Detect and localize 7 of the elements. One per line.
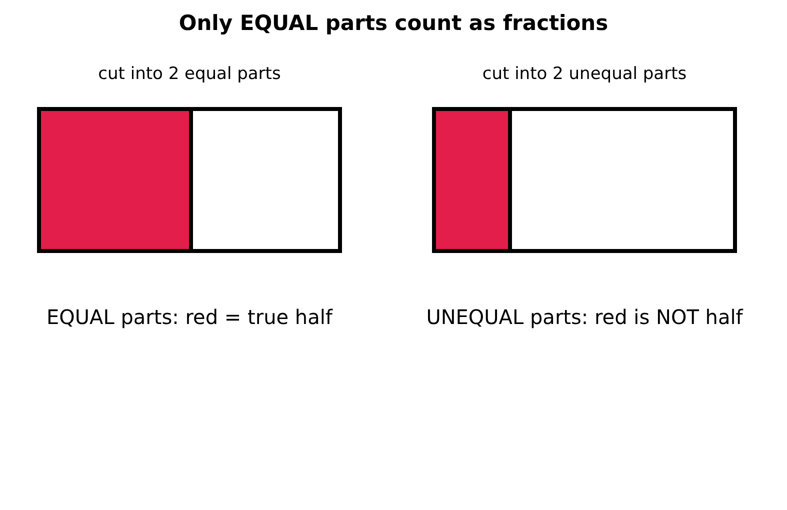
part-heading: cut into 2 unequal parts	[481, 64, 688, 84]
shaded-part	[41, 111, 189, 249]
shaded-part	[436, 111, 508, 249]
part-heading: cut into 2 equal parts	[97, 64, 282, 84]
node-label: EQUAL parts: red = true half	[46, 305, 334, 329]
title: Only EQUAL parts count as fractions	[178, 11, 610, 35]
node-label: UNEQUAL parts: red is NOT half	[425, 305, 744, 329]
